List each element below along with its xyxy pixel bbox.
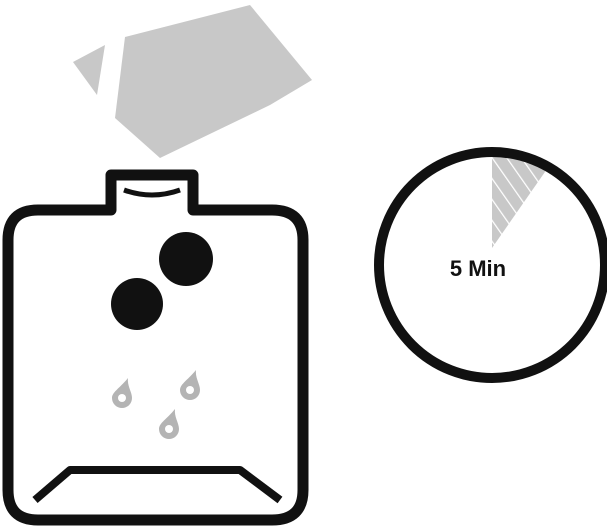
dissolving-tablet-upper <box>159 232 213 286</box>
container-icon <box>8 175 303 520</box>
packet-tear-flap <box>73 45 105 95</box>
powder-packet-icon <box>73 5 312 158</box>
packet-body <box>115 5 312 158</box>
timer-label: 5 Min <box>418 258 538 280</box>
dissolving-tablet-lower <box>111 278 163 330</box>
